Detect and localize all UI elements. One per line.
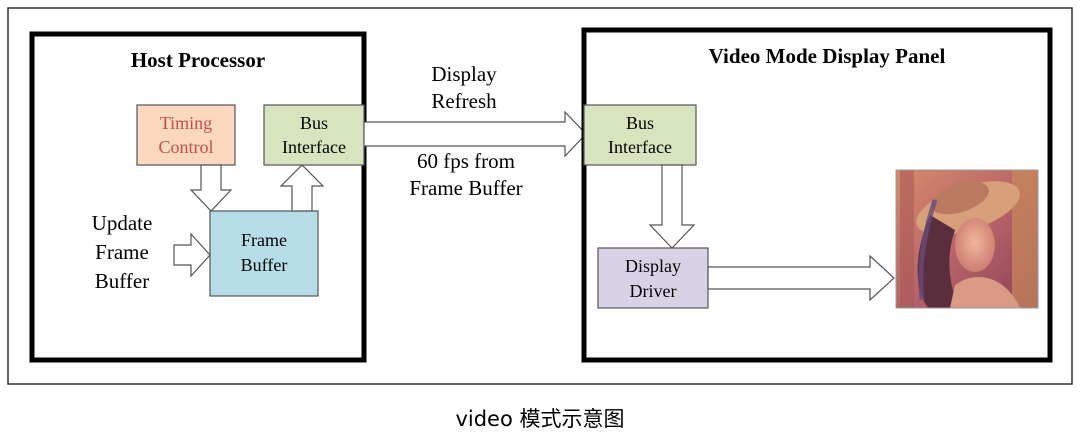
figure-caption: video 模式示意图 [455,407,624,431]
display-panel-title: Video Mode Display Panel [709,44,946,68]
fps-label-1: 60 fps from [417,149,515,173]
display-link: Display Refresh 60 fps from Frame Buffer [363,62,587,200]
update-to-frame-arrow [173,232,211,278]
image-border [895,169,1039,309]
host-processor-block: Host Processor Timing Control Bus Interf… [29,31,367,363]
display-refresh-label-2: Refresh [431,89,497,113]
host-bus-interface-label-2: Interface [282,137,346,157]
host-processor-title: Host Processor [131,48,265,72]
fps-label-2: Frame Buffer [409,176,522,200]
outer-frame [7,7,1073,385]
panel-bus-interface-label-1: Bus [626,113,654,133]
update-label-1: Update [92,211,153,235]
panel-bus-interface-label-2: Interface [608,137,672,157]
host-bus-interface-label-1: Bus [300,113,328,133]
update-label-2: Frame [95,240,149,264]
frame-buffer-label-2: Buffer [241,255,288,275]
timing-to-frame-arrow [189,164,233,212]
panel-bus-interface-box [583,104,697,166]
display-refresh-label-1: Display [431,62,497,86]
displayed-image [895,169,1039,309]
timing-control-box [136,104,236,166]
display-driver-label-2: Driver [630,281,677,301]
frame-to-bus-arrow [279,164,325,212]
timing-control-label-2: Control [158,137,213,157]
update-label-3: Buffer [95,269,149,293]
frame-buffer-box [209,210,319,297]
driver-to-image-arrow [707,254,895,302]
host-bus-interface-box [263,104,365,166]
display-panel-block: Video Mode Display Panel Bus Interface D… [581,27,1053,363]
display-driver-label-1: Display [625,256,681,276]
frame-buffer-label-1: Frame [241,230,287,250]
display-refresh-arrow [363,110,587,158]
bus-to-driver-arrow [648,164,696,249]
display-panel-border [581,27,1053,363]
timing-control-label-1: Timing [160,113,212,133]
host-processor-border [29,31,367,363]
